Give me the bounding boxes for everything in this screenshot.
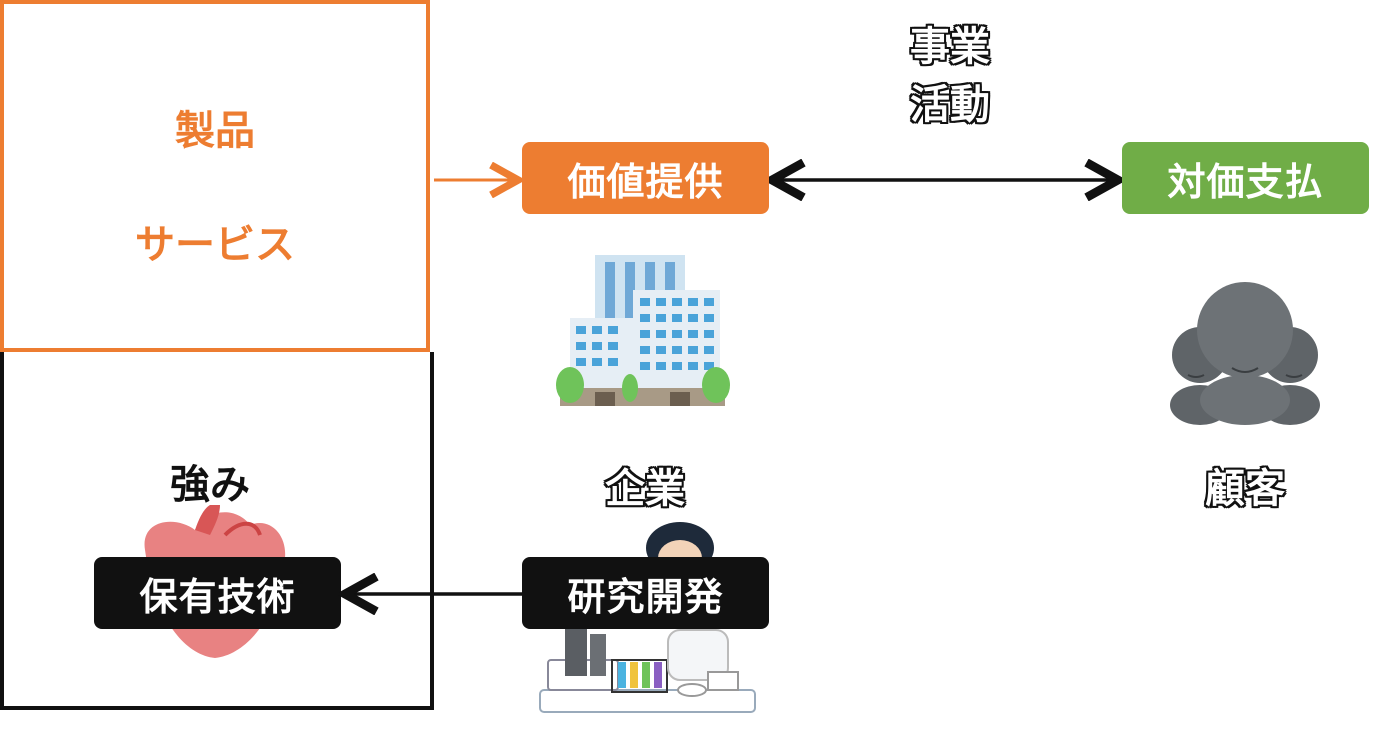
rnd-pill: 研究開発: [522, 557, 769, 629]
